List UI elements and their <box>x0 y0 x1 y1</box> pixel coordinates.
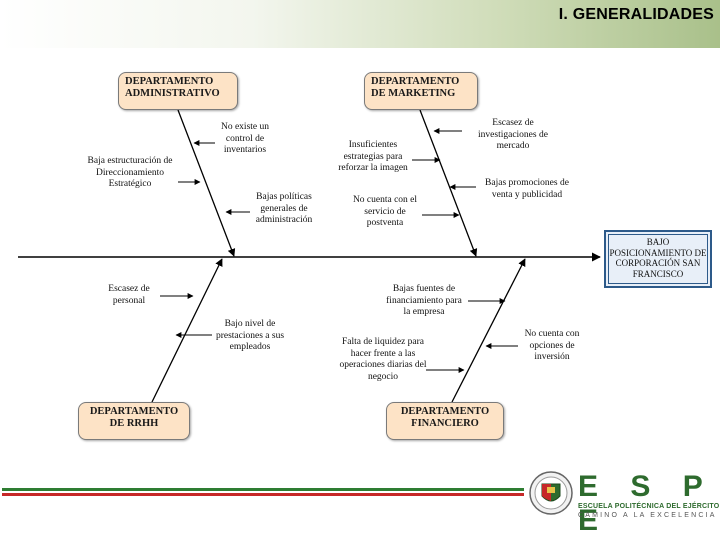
page-title: I. GENERALIDADES <box>558 6 714 23</box>
dept-marketing-label: DEPARTAMENTO DE MARKETING <box>371 76 460 99</box>
dept-rrhh-box: DEPARTAMENTO DE RRHH <box>78 402 190 440</box>
effect-label: BAJO POSICIONAMIENTO DE CORPORACIÓN SAN … <box>608 234 708 284</box>
cause-fin-financiamiento: Bajas fuentes de financiamiento para la … <box>386 284 462 317</box>
cause-adm-politicas: Bajas políticas generales de administrac… <box>255 192 313 225</box>
cause-rrhh-personal: Escasez de personal <box>108 284 150 306</box>
footer-stripes <box>2 488 524 496</box>
header-band <box>0 0 720 48</box>
cause-fin-liquidez: Falta de liquidez para hacer frente a la… <box>339 337 427 382</box>
dept-marketing-box: DEPARTAMENTO DE MARKETING <box>364 72 478 110</box>
espe-motto: CAMINO A LA EXCELENCIA <box>578 512 717 519</box>
cause-mkt-postventa: No cuenta con el servicio de postventa <box>352 195 418 228</box>
dept-financiero-label: DEPARTAMENTO FINANCIERO <box>400 406 490 429</box>
espe-institution-name: ESCUELA POLITÉCNICA DEL EJÉRCITO <box>578 503 720 510</box>
effect-box: BAJO POSICIONAMIENTO DE CORPORACIÓN SAN … <box>604 230 712 288</box>
bone-marketing <box>419 109 478 257</box>
espe-wordmark: E S P E <box>578 470 715 537</box>
dept-administrativo-box: DEPARTAMENTO ADMINISTRATIVO <box>118 72 238 110</box>
cause-mkt-investigaciones: Escasez de investigaciones de mercado <box>478 118 548 151</box>
cause-mkt-promociones: Bajas promociones de venta y publicidad <box>485 178 569 200</box>
cause-adm-direccionamiento: Baja estructuración de Direccionamiento … <box>87 156 173 189</box>
bone-financiero <box>451 258 526 403</box>
cause-rrhh-prestaciones: Bajo nivel de prestaciones a sus emplead… <box>215 319 285 352</box>
bone-administrativo <box>177 109 236 257</box>
espe-crest-logo <box>528 470 574 521</box>
bone-rrhh <box>151 258 223 403</box>
dept-financiero-box: DEPARTAMENTO FINANCIERO <box>386 402 504 440</box>
cause-adm-inventarios: No existe un control de inventarios <box>220 122 270 155</box>
cause-mkt-imagen: Insuficientes estrategias para reforzar … <box>338 140 408 173</box>
cause-fin-inversion: No cuenta con opciones de inversión <box>524 329 580 362</box>
dept-rrhh-label: DEPARTAMENTO DE RRHH <box>89 406 179 429</box>
dept-administrativo-label: DEPARTAMENTO ADMINISTRATIVO <box>125 76 220 99</box>
